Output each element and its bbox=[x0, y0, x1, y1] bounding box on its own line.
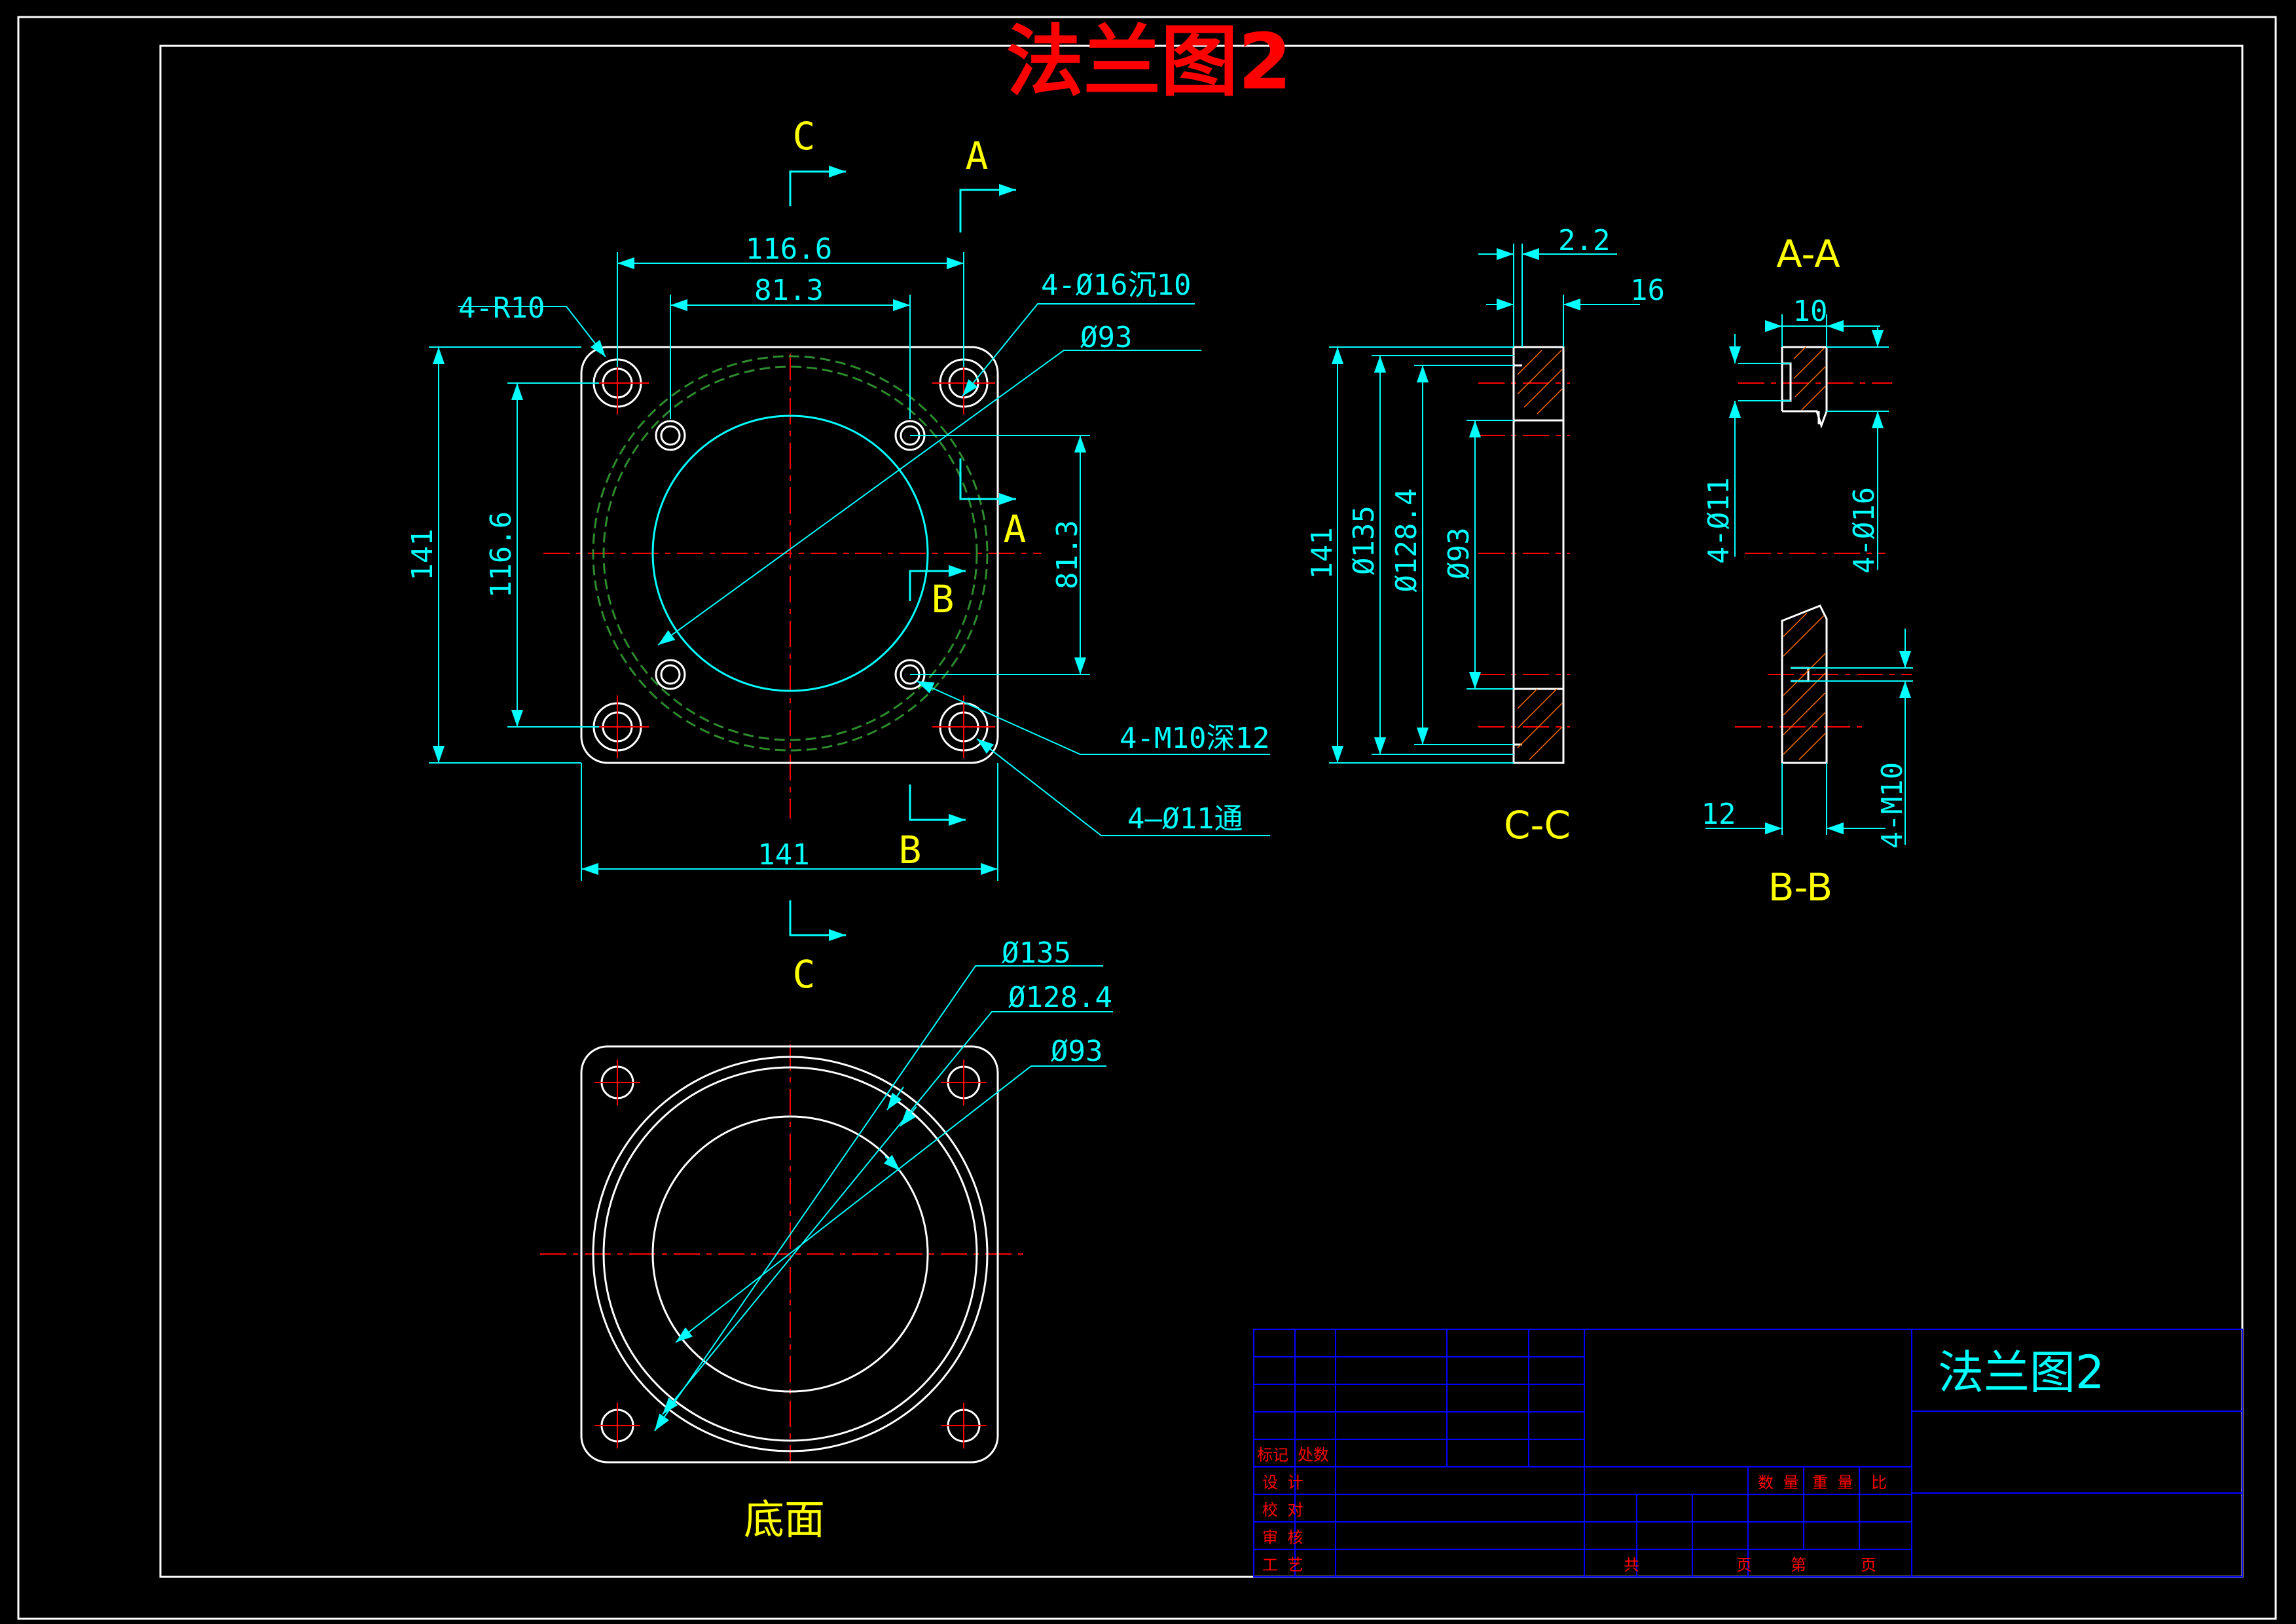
outer-frame bbox=[17, 16, 2277, 1620]
bottom-dim-d128: Ø128.4 bbox=[1008, 981, 1112, 1014]
bottom-circle-128 bbox=[602, 1066, 978, 1442]
flange-outline bbox=[580, 346, 999, 764]
tb-row-label-2: 设 计 bbox=[1262, 1473, 1303, 1492]
dim-top-inner: 81.3 bbox=[754, 274, 824, 307]
bottom-circle-93 bbox=[651, 1115, 929, 1393]
hidden-circle-135 bbox=[592, 355, 989, 752]
section-cc: 2.2 16 141 Ø135 Ø128.4 Ø93 C-C bbox=[1305, 224, 1665, 847]
tb-row-label-0: 标记 bbox=[1257, 1446, 1288, 1464]
cc-dim-height: 141 bbox=[1305, 527, 1339, 579]
cc-dim-d93: Ø93 bbox=[1442, 527, 1476, 579]
dim-center-dia: Ø93 bbox=[1080, 321, 1132, 354]
dim-right-inner: 81.3 bbox=[1051, 520, 1084, 589]
tapped-holes bbox=[655, 420, 926, 690]
bottom-outline bbox=[580, 1045, 999, 1464]
dim-through: 4—Ø11通 bbox=[1127, 802, 1243, 836]
dim-top-outer: 116.6 bbox=[746, 232, 832, 266]
aa-dim-d11: 4-Ø11 bbox=[1702, 477, 1736, 564]
tb-sheet-label-2: 第 bbox=[1791, 1556, 1806, 1574]
front-view: 116.6 81.3 4-R10 4-Ø16沉10 Ø93 141 116.6 … bbox=[406, 114, 1270, 997]
section-aa: A-A bbox=[1702, 232, 1892, 574]
section-cc-label: C-C bbox=[1504, 803, 1571, 847]
tb-row-label-1: 处数 bbox=[1298, 1446, 1329, 1464]
inner-frame bbox=[159, 45, 2244, 1578]
title-block-drawing-name: 法兰图2 bbox=[1938, 1346, 2105, 1399]
tb-row-label-3: 校 对 bbox=[1262, 1501, 1303, 1519]
aa-dim-d16: 4-Ø16 bbox=[1848, 487, 1881, 574]
hidden-circle-128 bbox=[602, 365, 978, 741]
section-a-top-label: A bbox=[966, 134, 989, 178]
bb-dim-depth: 12 bbox=[1702, 798, 1736, 831]
dim-tapped: 4-M10深12 bbox=[1120, 722, 1269, 755]
tb-sheet-label-1: 页 bbox=[1736, 1556, 1752, 1574]
section-bb-label: B-B bbox=[1768, 865, 1832, 910]
bb-dim-thread: 4-M10 bbox=[1876, 762, 1909, 849]
drawing-title: 法兰图2 bbox=[1006, 16, 1292, 107]
tb-sheet-label-3: 页 bbox=[1861, 1556, 1876, 1574]
section-b-bottom-label: B bbox=[899, 828, 922, 872]
bottom-view-label: 底面 bbox=[744, 1496, 825, 1543]
tb-col-label-1: 重 量 bbox=[1812, 1473, 1853, 1492]
dim-left-inner: 116.6 bbox=[484, 511, 518, 598]
section-aa-label: A-A bbox=[1776, 232, 1840, 276]
tb-sheet-label-0: 共 bbox=[1624, 1556, 1639, 1574]
central-bore bbox=[651, 415, 929, 692]
cc-dim-d135: Ø135 bbox=[1347, 506, 1381, 575]
cc-dim-step: 2.2 bbox=[1558, 224, 1610, 257]
bottom-view: Ø135 Ø128.4 Ø93 底面 bbox=[540, 936, 1113, 1543]
dim-cbore: 4-Ø16沉10 bbox=[1041, 268, 1191, 302]
section-b-top-label: B bbox=[932, 577, 955, 621]
tb-row-label-5: 工 艺 bbox=[1262, 1556, 1303, 1574]
tb-col-label-0: 数 量 bbox=[1758, 1473, 1798, 1492]
section-marker-lines bbox=[789, 165, 1016, 942]
tb-col-label-2: 比 bbox=[1871, 1473, 1887, 1492]
cc-dim-d128: Ø128.4 bbox=[1390, 489, 1423, 593]
title-block bbox=[1253, 1329, 2243, 1578]
dim-bottom: 141 bbox=[757, 838, 809, 872]
cc-dim-thickness: 16 bbox=[1630, 274, 1665, 307]
aa-dim-depth: 10 bbox=[1793, 295, 1828, 328]
front-dim-lines bbox=[429, 252, 1270, 881]
dim-corner-radius: 4-R10 bbox=[458, 291, 545, 325]
dim-left-outer: 141 bbox=[406, 528, 439, 580]
section-bb: 12 4-M10 B-B bbox=[1702, 604, 1913, 910]
section-a-bottom-label: A bbox=[1004, 507, 1027, 551]
bottom-dim-d135: Ø135 bbox=[1002, 936, 1071, 970]
section-c-top-label: C bbox=[793, 114, 816, 158]
bottom-circle-135 bbox=[592, 1056, 989, 1452]
section-c-bottom-label: C bbox=[793, 952, 816, 997]
tb-row-label-4: 审 核 bbox=[1262, 1528, 1303, 1547]
bottom-dim-d93: Ø93 bbox=[1051, 1035, 1102, 1068]
